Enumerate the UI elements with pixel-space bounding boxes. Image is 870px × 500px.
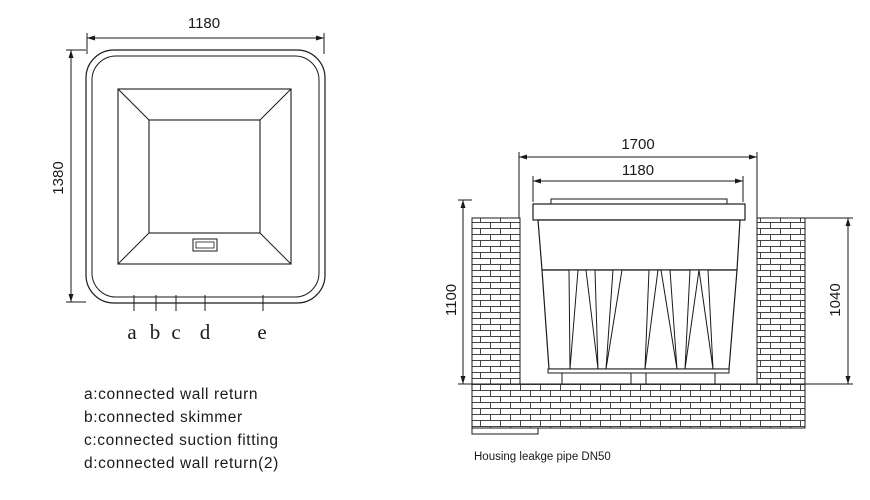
connection-markers: a b c d e [127,295,267,344]
legend-key: b [84,409,94,426]
width-dimension: 1180 [86,15,325,54]
basin-outer [117,88,292,265]
connection-letter-c: c [171,320,180,344]
legend-key: a [84,386,94,403]
inner-width-dimension: 1180 [532,162,744,202]
outer-width-dimension: 1700 [518,136,758,218]
tank-skid [645,372,716,385]
tank-top-lip [550,198,728,205]
top-view: 1180 1380 a b c [50,15,326,344]
tank-rim [532,203,746,221]
tank-rib [684,269,700,370]
section-view: 1700 1180 1100 1040 [443,136,853,463]
legend-item-c: c:connected suction fitting [84,432,279,449]
tank-rib [698,269,714,370]
height-dimension: 1380 [50,49,86,303]
inner-width-label: 1180 [622,162,654,179]
drain-grate [192,238,218,252]
legend-key: d [84,455,94,472]
legend-text: connected suction fitting [97,432,279,449]
brick-base [471,383,806,429]
pool-tank [532,198,746,385]
outer-width-label: 1700 [621,136,654,153]
section-caption: Housing leakge pipe DN50 [474,451,611,463]
tank-rib [568,269,579,370]
tank-upper-body [537,219,741,271]
tank-rib [660,269,678,370]
left-brick-wall [471,217,521,385]
connection-letter-d: d [200,320,211,344]
legend-item-d: d:connected wall return(2) [84,455,279,472]
top-width-label: 1180 [188,15,220,32]
top-height-label: 1380 [50,161,67,194]
connection-letter-b: b [150,320,161,344]
legend-text: connected wall return(2) [98,455,279,472]
tank-height-dimension: 1040 [805,217,853,385]
pool-inner-rim [91,55,320,298]
pit-depth-dimension: 1100 [443,199,472,385]
connection-letter-e: e [257,320,266,344]
tank-height-label: 1040 [827,283,844,316]
legend-item-a: a:connected wall return [84,386,259,403]
connection-letter-a: a [127,320,137,344]
legend-text: connected skimmer [98,409,243,426]
right-brick-wall [756,217,806,385]
tank-base [547,368,730,374]
tank-rib [644,269,659,370]
legend-item-b: b:connected skimmer [84,409,243,426]
basin-floor [148,119,261,234]
connection-legend: a:connected wall return b:connected skim… [84,383,279,475]
pit-depth-label: 1100 [443,284,460,316]
pool-outer-rim [85,49,326,304]
legend-text: connected wall return [98,386,259,403]
tank-rib [605,269,623,370]
brick-walls [471,217,806,429]
tank-skid [561,372,632,385]
tank-rib [585,269,599,370]
legend-key: c [84,432,93,449]
